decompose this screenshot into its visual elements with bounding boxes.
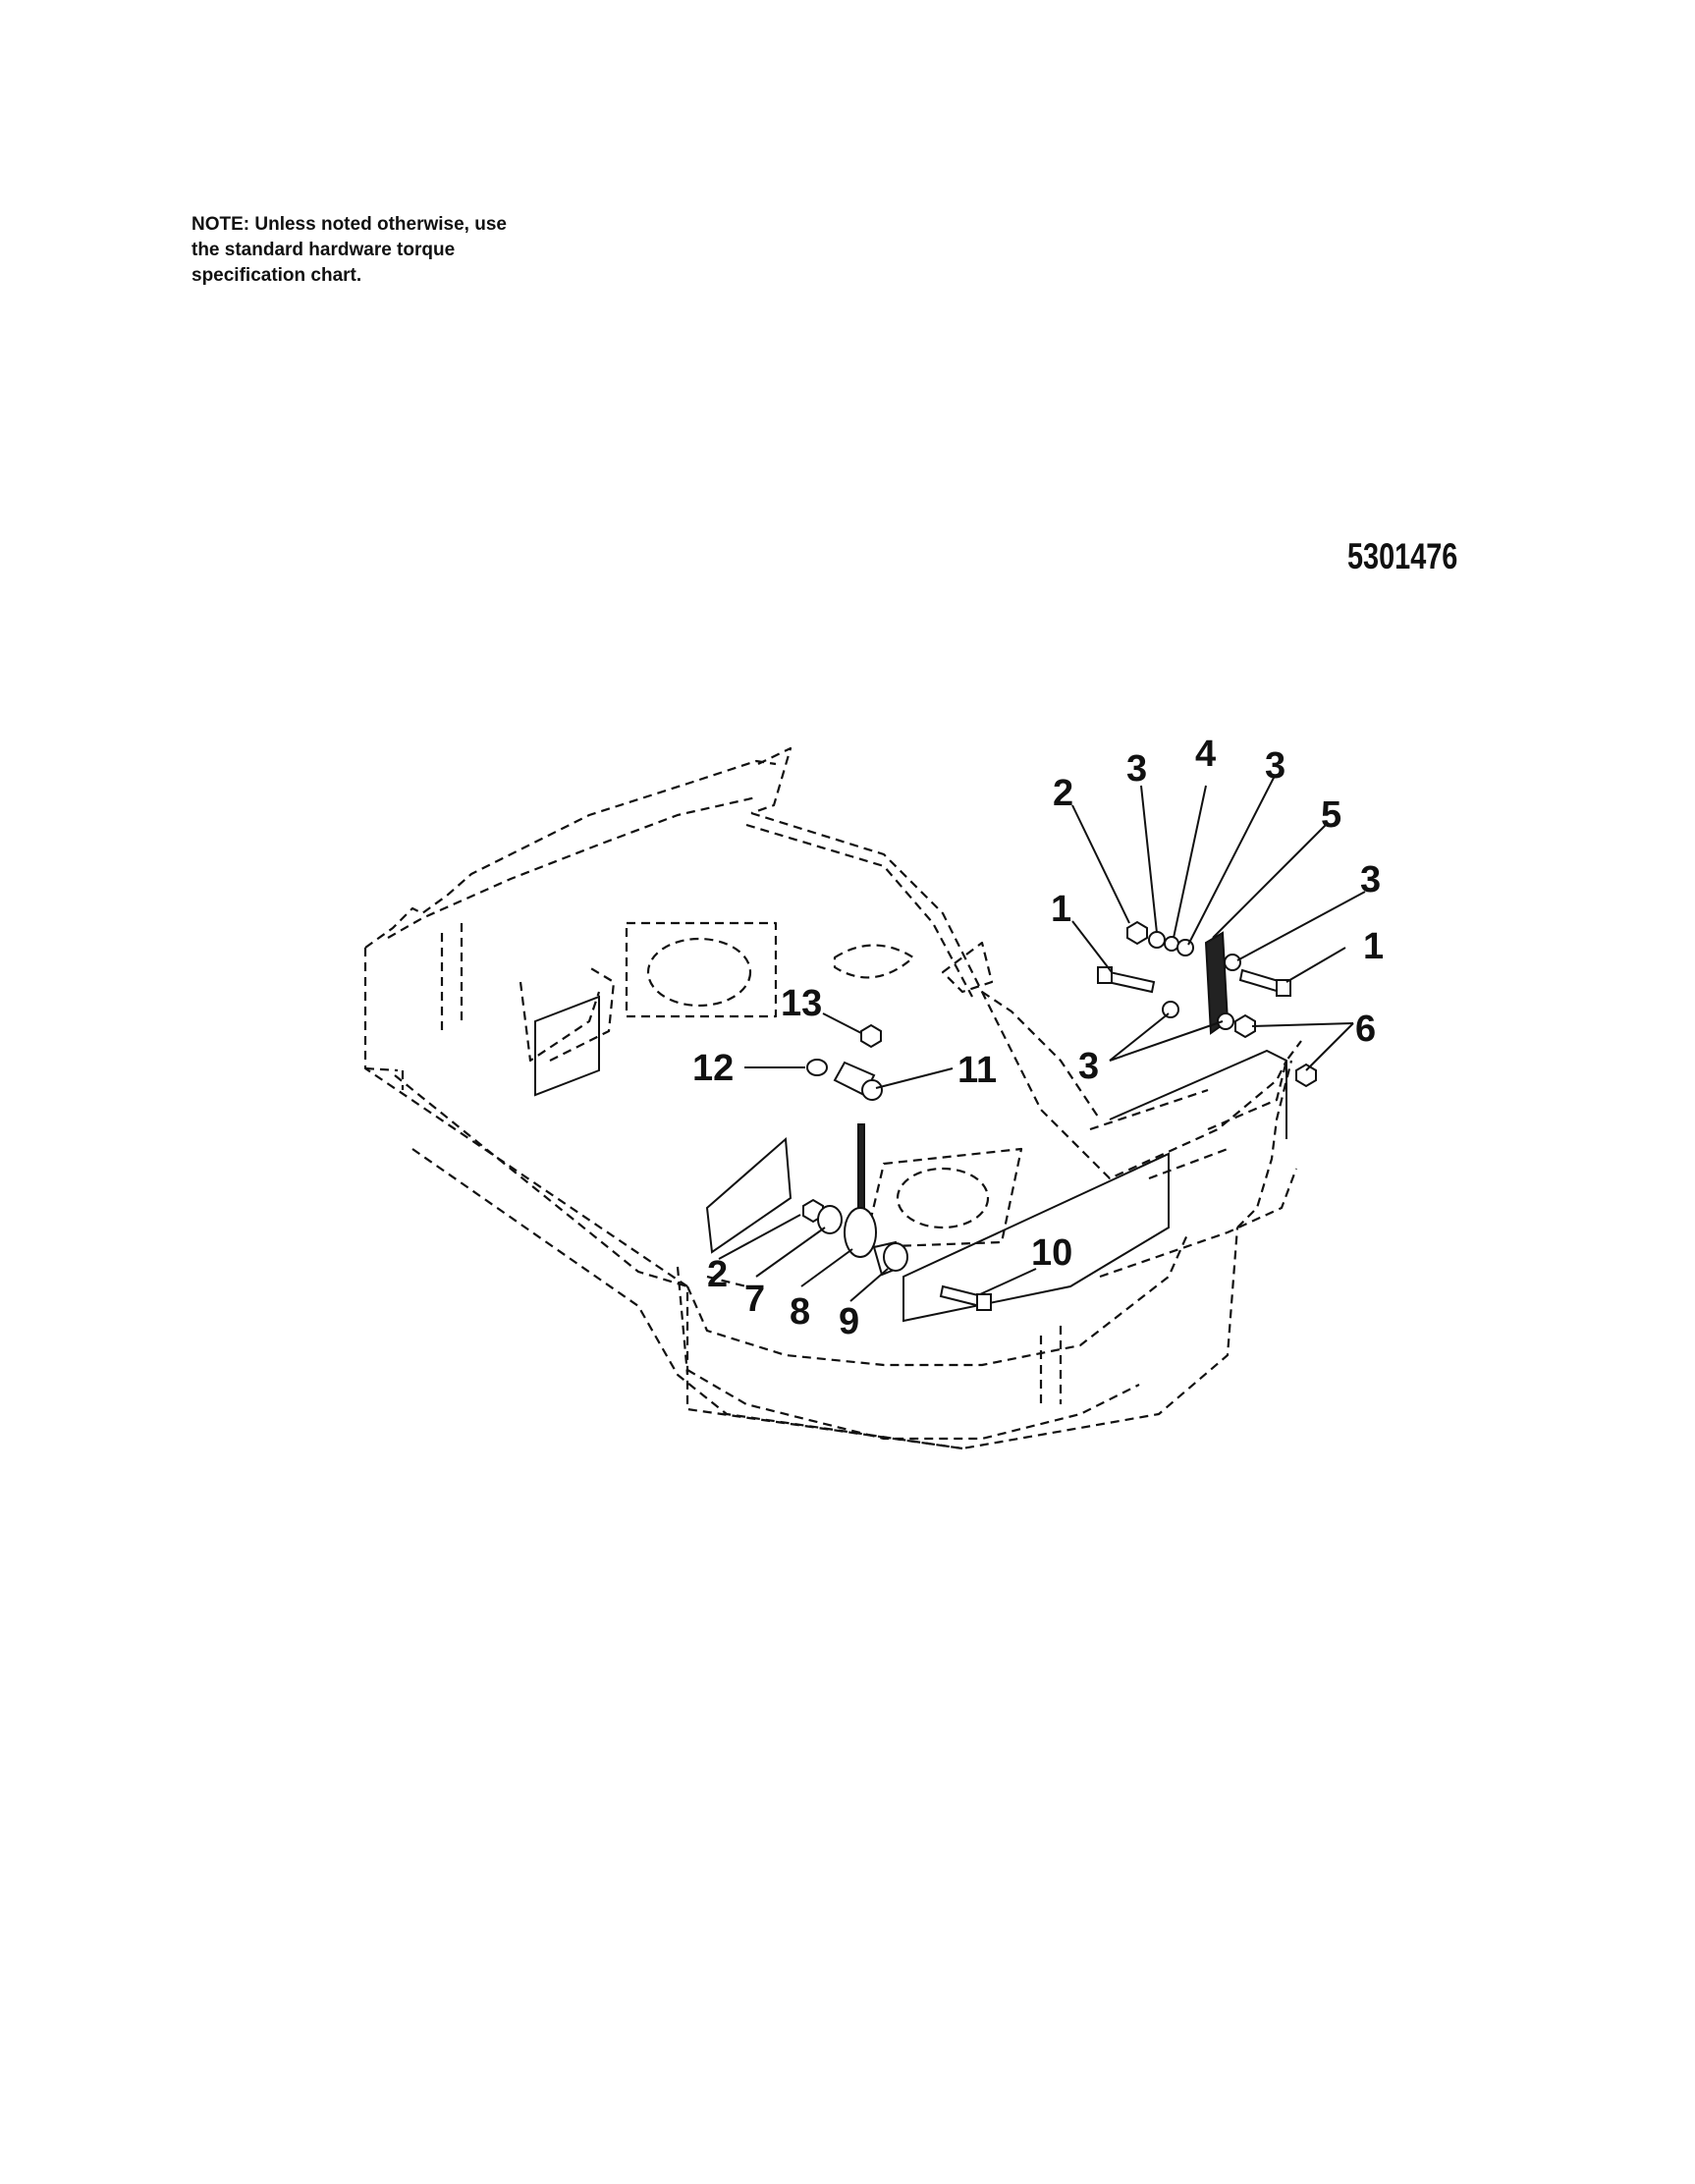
eye-bolt-8 [844, 1207, 877, 1258]
washer-3-d [1162, 1001, 1179, 1018]
washer-3-c [1224, 954, 1241, 971]
callout-9: 9 [839, 1301, 859, 1342]
note-text: NOTE: Unless noted otherwise, use the st… [191, 212, 604, 289]
callout-12: 12 [692, 1048, 734, 1089]
left-bracket [705, 1136, 793, 1254]
rear-bracket [534, 995, 600, 1097]
front-baffle [902, 1152, 1170, 1323]
callout-2-bottom: 2 [707, 1254, 728, 1295]
mower-deck-outline [363, 746, 1302, 1450]
hardware-parts [802, 920, 1317, 1311]
hex-nut-6-a [1234, 1013, 1256, 1039]
note-line-2: the standard hardware torque [191, 240, 456, 260]
callout-11: 11 [957, 1050, 997, 1091]
bolt-1-right [1238, 968, 1284, 994]
callout-labels: 1 2 3 4 3 5 3 1 3 6 13 12 11 2 7 8 9 10 [692, 734, 1384, 1342]
lock-washer-4 [1164, 936, 1179, 952]
callout-6: 6 [1355, 1009, 1376, 1050]
callout-4: 4 [1195, 734, 1216, 775]
callout-3-top-a: 3 [1126, 748, 1147, 790]
callout-13: 13 [781, 983, 822, 1024]
washer-7 [817, 1205, 843, 1234]
diagram-number: 5301476 [1347, 536, 1458, 576]
rod-end-11-eye [861, 1079, 883, 1101]
leader-lines [718, 775, 1366, 1302]
threaded-rod [857, 1123, 865, 1219]
hex-nut-2-top [1126, 920, 1148, 946]
callout-2-top: 2 [1053, 773, 1073, 814]
callout-3-lower: 3 [1078, 1046, 1099, 1087]
right-hanger-bracket [1109, 1049, 1287, 1139]
hex-nut-13 [860, 1023, 882, 1049]
washer-3-e [1217, 1012, 1234, 1030]
bushing-9-face [883, 1242, 908, 1272]
callout-7: 7 [744, 1279, 765, 1320]
spacer-12 [806, 1059, 828, 1076]
note-line-3: specification chart. [191, 265, 362, 286]
washer-3-a [1148, 931, 1166, 949]
callout-1-right: 1 [1363, 926, 1384, 967]
bolt-head-1-right [1276, 979, 1291, 997]
callout-3-right: 3 [1360, 859, 1381, 901]
callout-5: 5 [1321, 794, 1341, 836]
note-line-1: NOTE: Unless noted otherwise, use [191, 214, 507, 235]
bolt-head-10 [976, 1293, 992, 1311]
callout-8: 8 [790, 1291, 810, 1333]
spindle-mount-plate-top [625, 921, 915, 1018]
callout-3-top-b: 3 [1265, 745, 1285, 787]
washer-3-b [1176, 939, 1194, 956]
deck-brackets [534, 995, 1287, 1323]
callout-10: 10 [1031, 1232, 1072, 1274]
bolt-head-1-left [1097, 966, 1113, 984]
callout-1-left: 1 [1051, 889, 1071, 930]
hex-nut-6-b [1295, 1063, 1317, 1088]
bolt-1-left [1106, 970, 1156, 994]
bolt-10 [939, 1284, 984, 1308]
